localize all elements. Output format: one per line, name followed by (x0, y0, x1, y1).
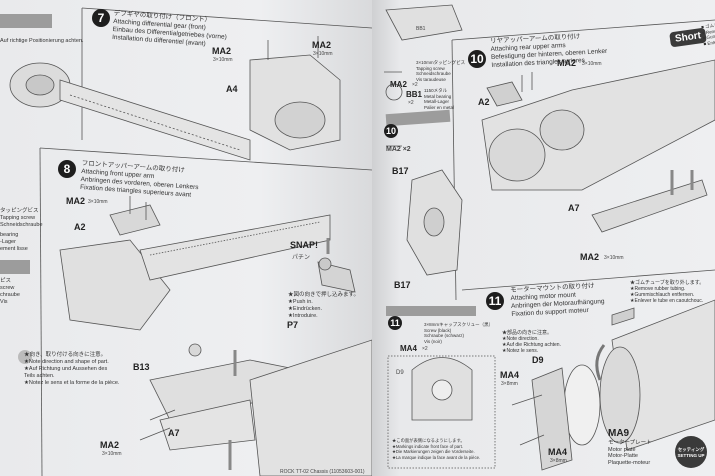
step-8-badge: 8 (58, 160, 76, 178)
part-label-ma9: MA9 (608, 428, 630, 439)
margin-note: Schneidschraube (0, 222, 43, 228)
left-page-drawings (9, 7, 372, 476)
part-label-ma2: MA2 (100, 440, 120, 450)
part-list-bb1: BB1 (406, 90, 423, 99)
margin-note: bearing (0, 232, 19, 238)
part-label-ma2: MA2 (557, 58, 577, 68)
part-label-d9: D9 (532, 355, 544, 365)
step-11-small-badge: 11 (388, 316, 402, 330)
step10-frame-top (451, 19, 715, 41)
push-in-note: ★図の向きで押し込みます。★Push in.★Eindrücken.★Intro… (288, 292, 359, 319)
d9-detail-box (387, 355, 496, 469)
step-10-small-badge: 10 (384, 124, 398, 138)
left-manual-page: Auf richtige Positionierung achten. タッピン… (0, 0, 372, 476)
step-10-badge: 10 (468, 50, 486, 68)
d9-label: D9 (396, 370, 404, 376)
part-count: ×2 (422, 346, 428, 352)
margin-note: Tapping screw (0, 215, 36, 221)
part-size: 3×8mm (550, 458, 567, 464)
part-size: 3×10mm (213, 57, 233, 63)
remove-tubing-note: ★ゴムチューブを取り外します。★Remove rubber tubing.★Gu… (630, 280, 705, 304)
part-label-b13: B13 (133, 362, 150, 372)
d9-note: ★この面が表側になるようにします。★Markings indicate fron… (392, 438, 481, 460)
margin-note: ement lisse (0, 246, 28, 252)
margin-note: ピス (0, 278, 12, 284)
step7-frame-top (81, 7, 372, 29)
part-size: 3×10mm (582, 61, 602, 67)
setting-up-badge: セッティング SETTING UP (675, 436, 707, 468)
step8-frame-top (39, 147, 372, 171)
margin-note: Auf richtige Positionierung achten. (0, 38, 84, 44)
part-label-a4: A4 (226, 84, 238, 94)
part-label-b17: B17 (392, 166, 409, 176)
part-size: 3×8mm (501, 381, 518, 387)
step-7-badge: 7 (92, 9, 110, 27)
margin-note: chraube (0, 292, 20, 298)
gray-header-bar (386, 306, 476, 316)
part-list-ma4: MA4 (400, 344, 417, 353)
direction-note: ★部品の向きに注意。★Note direction.★Auf die Richt… (502, 330, 561, 354)
part-size: 3×10mm (88, 199, 108, 205)
part-label-ma2: MA2 (580, 252, 600, 262)
part-label-ma2: MA2 (312, 40, 332, 50)
caution-marker (18, 350, 32, 364)
part-label-a2: A2 (74, 222, 86, 232)
snap-label: SNAP! (290, 240, 319, 250)
part-size: 3×10mm (313, 51, 333, 57)
part-label-ma2: MA2 (212, 46, 232, 56)
part-size: 3×10mm (604, 255, 624, 261)
direction-note: ★向き、取り付ける向きに注意。★Note direction and shape… (24, 352, 120, 386)
bb1-label-top: BB1 (416, 26, 426, 32)
part-list-ma2-b: MA2 ×2 (386, 146, 411, 153)
margin-note: -Lager (0, 239, 16, 245)
part-list-ma2: MA2 (390, 80, 407, 89)
setting-badge-en: SETTING UP (677, 452, 705, 458)
right-page-drawings (384, 4, 715, 471)
screw-description: 3×8mmキャップスクリュー（黒）Screw (black)Schraube (… (424, 322, 494, 344)
part-count: ×2 (408, 100, 414, 106)
gray-header-bar (0, 14, 52, 28)
part-label-a7: A7 (168, 428, 180, 438)
setting-badge-jp: セッティング (677, 446, 705, 452)
part-label-a7: A7 (568, 203, 580, 213)
step-11-badge: 11 (486, 292, 504, 310)
part-size: 3×10mm (102, 451, 122, 457)
part-count: ×2 (412, 82, 418, 88)
part-label-a2: A2 (478, 97, 490, 107)
snap-label-jp: パチン (292, 255, 311, 261)
part-label-ma4: MA4 (500, 370, 520, 380)
margin-note: Vis (0, 299, 8, 305)
margin-note: タッピングビス (0, 208, 39, 214)
part-label-ma2: MA2 (66, 196, 86, 206)
step11-frame-top (461, 269, 715, 291)
part-label-p7: P7 (287, 320, 299, 330)
page-footer: ROCK TT-02 Chassis (11053603-001) (280, 469, 365, 475)
part-label-b17: B17 (394, 280, 411, 290)
gray-header-bar (0, 260, 30, 274)
margin-note: screw (0, 285, 15, 291)
part-label-ma4: MA4 (548, 447, 568, 457)
